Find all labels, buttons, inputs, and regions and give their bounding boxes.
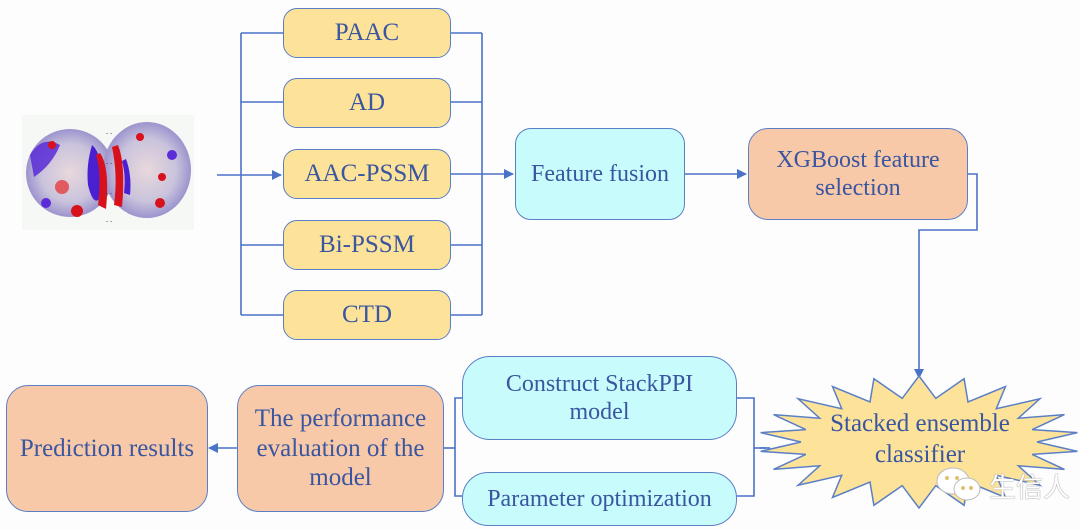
evaluation-label-line1: The performance [254, 405, 427, 433]
performance-evaluation-box: The performance evaluation of the model [237, 385, 444, 512]
xgboost-label-line2: selection [815, 175, 901, 201]
parameter-optimization-label: Parameter optimization [487, 485, 712, 512]
classifier-label-line2: classifier [874, 441, 966, 469]
model-right-bracket [737, 397, 755, 497]
watermark-text: 生信人 [989, 472, 1070, 504]
feature-ad: AD [283, 78, 451, 128]
watermark: 生信人 [935, 465, 1070, 505]
classifier-starburst-shape [760, 374, 1078, 510]
classifier-label-line1: Stacked ensemble [830, 410, 1010, 437]
feature-aac-pssm: AAC-PSSM [283, 149, 451, 199]
feature-fusion-box: Feature fusion [515, 128, 685, 220]
feature-ctd: CTD [283, 290, 451, 340]
protein-structure-icon: - - - - - - - - [26, 122, 191, 225]
svg-text:- -: - - [106, 130, 112, 137]
evaluation-label-line2: evaluation of the [256, 434, 425, 462]
parameter-optimization-box: Parameter optimization [462, 472, 737, 526]
protein-structure-image: - - - - - - - - [22, 115, 194, 230]
construct-model-label-line1: Construct StackPPI [505, 370, 694, 397]
construct-model-box: Construct StackPPI model [462, 356, 737, 440]
svg-text:- -: - - [106, 160, 112, 167]
model-left-bracket [454, 397, 462, 497]
feature-paac: PAAC [283, 8, 451, 58]
wechat-icon [935, 465, 983, 505]
arrow-to-classifier [914, 173, 978, 379]
feature-aac-pssm-label: AAC-PSSM [304, 160, 430, 188]
construct-model-label-line2: model [569, 399, 630, 425]
prediction-results-label: Prediction results [19, 434, 195, 462]
feature-ad-label: AD [348, 89, 386, 117]
svg-text:- -: - - [106, 218, 112, 225]
feature-fusion-label: Feature fusion [531, 160, 669, 187]
svg-text:- -: - - [106, 190, 112, 197]
xgboost-label-line1: XGBoost feature [776, 146, 940, 173]
classifier-label: Stacked ensemble classifier [800, 408, 1040, 471]
feature-paac-label: PAAC [334, 19, 400, 47]
evaluation-label-line3: model [309, 464, 372, 492]
feature-bi-pssm: Bi-PSSM [283, 220, 451, 270]
prediction-results-box: Prediction results [6, 385, 208, 512]
xgboost-feature-selection-box: XGBoost feature selection [748, 128, 968, 220]
feature-ctd-label: CTD [342, 301, 392, 329]
feature-bi-pssm-label: Bi-PSSM [319, 231, 415, 259]
